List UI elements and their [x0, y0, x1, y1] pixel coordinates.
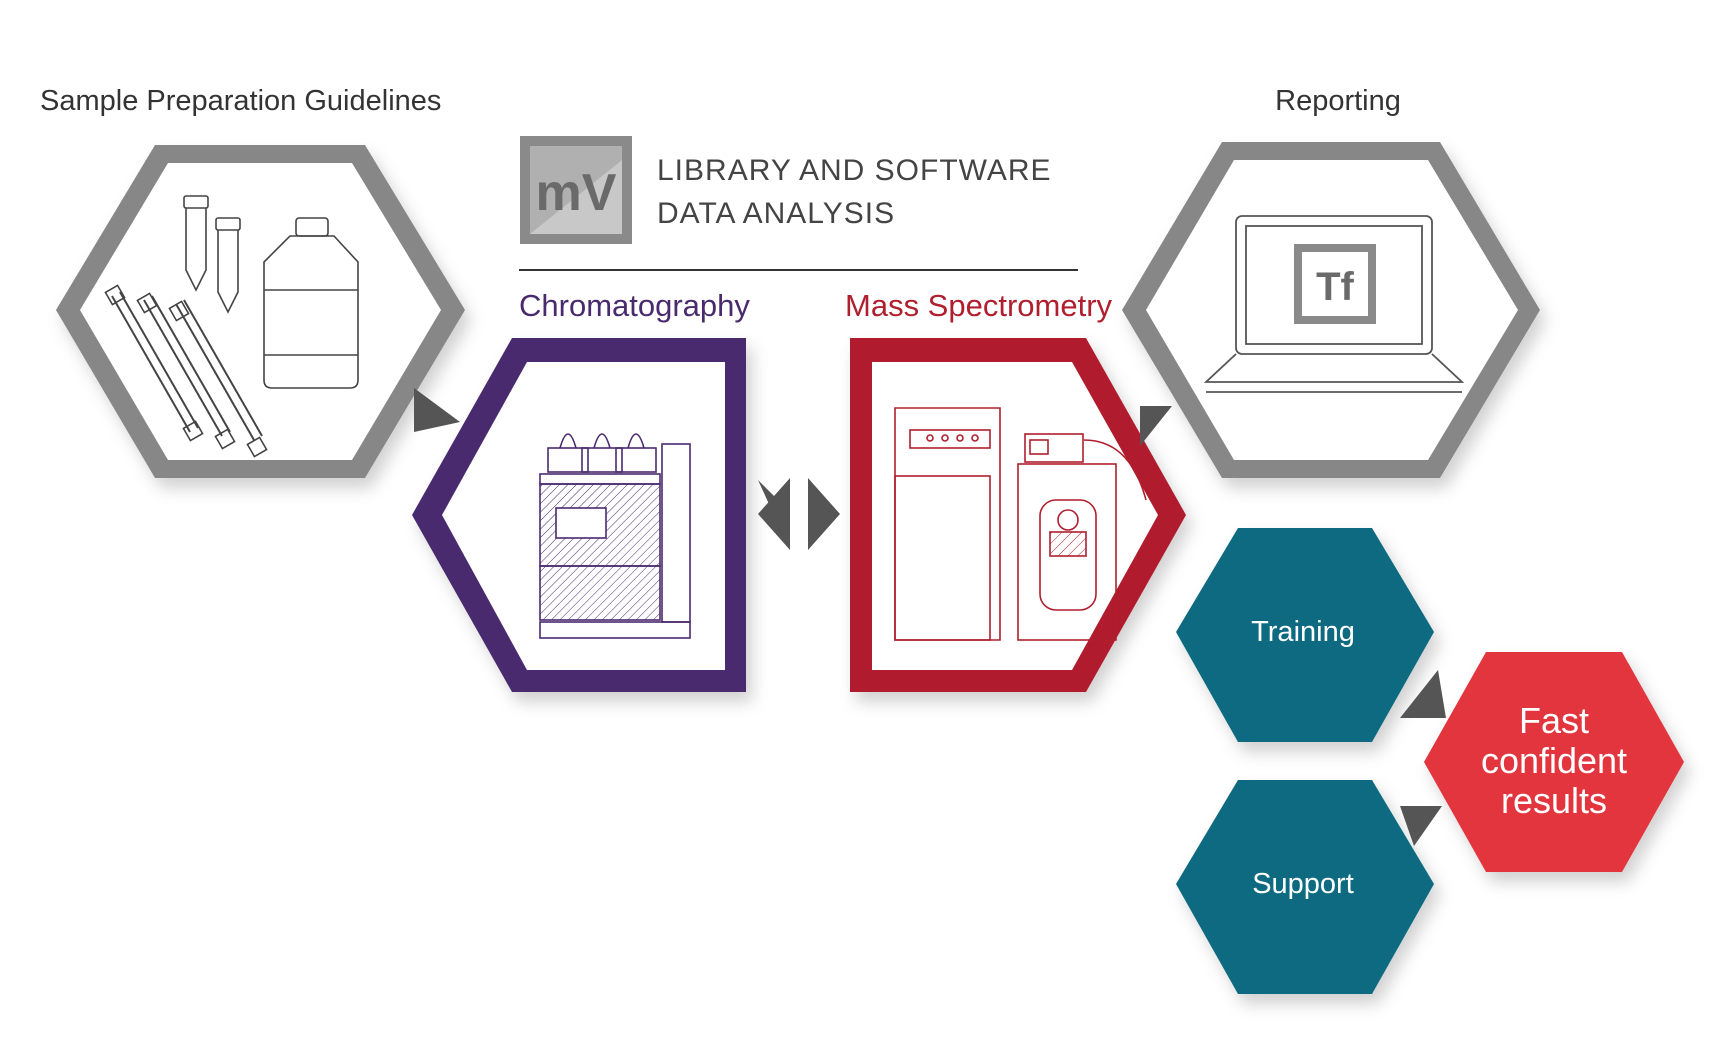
arrow-support-to-results-icon	[1400, 806, 1442, 846]
arrow-training-to-results-icon	[1400, 670, 1446, 718]
reporting-label: Reporting	[1275, 85, 1401, 117]
lc-system-icon	[539, 433, 691, 639]
training-hexagon	[1176, 528, 1434, 742]
arrow-ms-to-reporting-icon	[1140, 406, 1172, 446]
sample-prep-hexagon	[56, 145, 465, 478]
support-hexagon	[1176, 780, 1434, 994]
software-logo: mV	[520, 136, 632, 244]
library-heading-line2: DATA ANALYSIS	[657, 197, 895, 230]
results-label-line2: confident	[1481, 740, 1627, 781]
training-label: Training	[1251, 616, 1355, 648]
library-heading-line1: LIBRARY AND SOFTWARE	[657, 154, 1052, 187]
software-logo-text: mV	[536, 164, 617, 222]
results-label-line1: Fast	[1519, 700, 1589, 741]
reporting-logo-text: Tf	[1316, 265, 1354, 309]
results-hexagon	[1424, 652, 1684, 872]
arrow-prep-to-chromatography-icon	[414, 388, 460, 432]
bidirectional-arrow-icon	[758, 478, 840, 550]
reporting-logo: Tf	[1294, 244, 1376, 324]
sample-prep-label: Sample Preparation Guidelines	[40, 85, 441, 117]
results-label-line3: results	[1501, 780, 1607, 821]
mass-spectrometer-icon	[894, 407, 1147, 641]
support-label: Support	[1252, 868, 1354, 900]
mass-spec-label: Mass Spectrometry	[845, 288, 1113, 323]
sample-prep-icon	[104, 195, 359, 458]
laptop-icon	[1203, 215, 1465, 393]
chromatography-label: Chromatography	[519, 288, 750, 323]
